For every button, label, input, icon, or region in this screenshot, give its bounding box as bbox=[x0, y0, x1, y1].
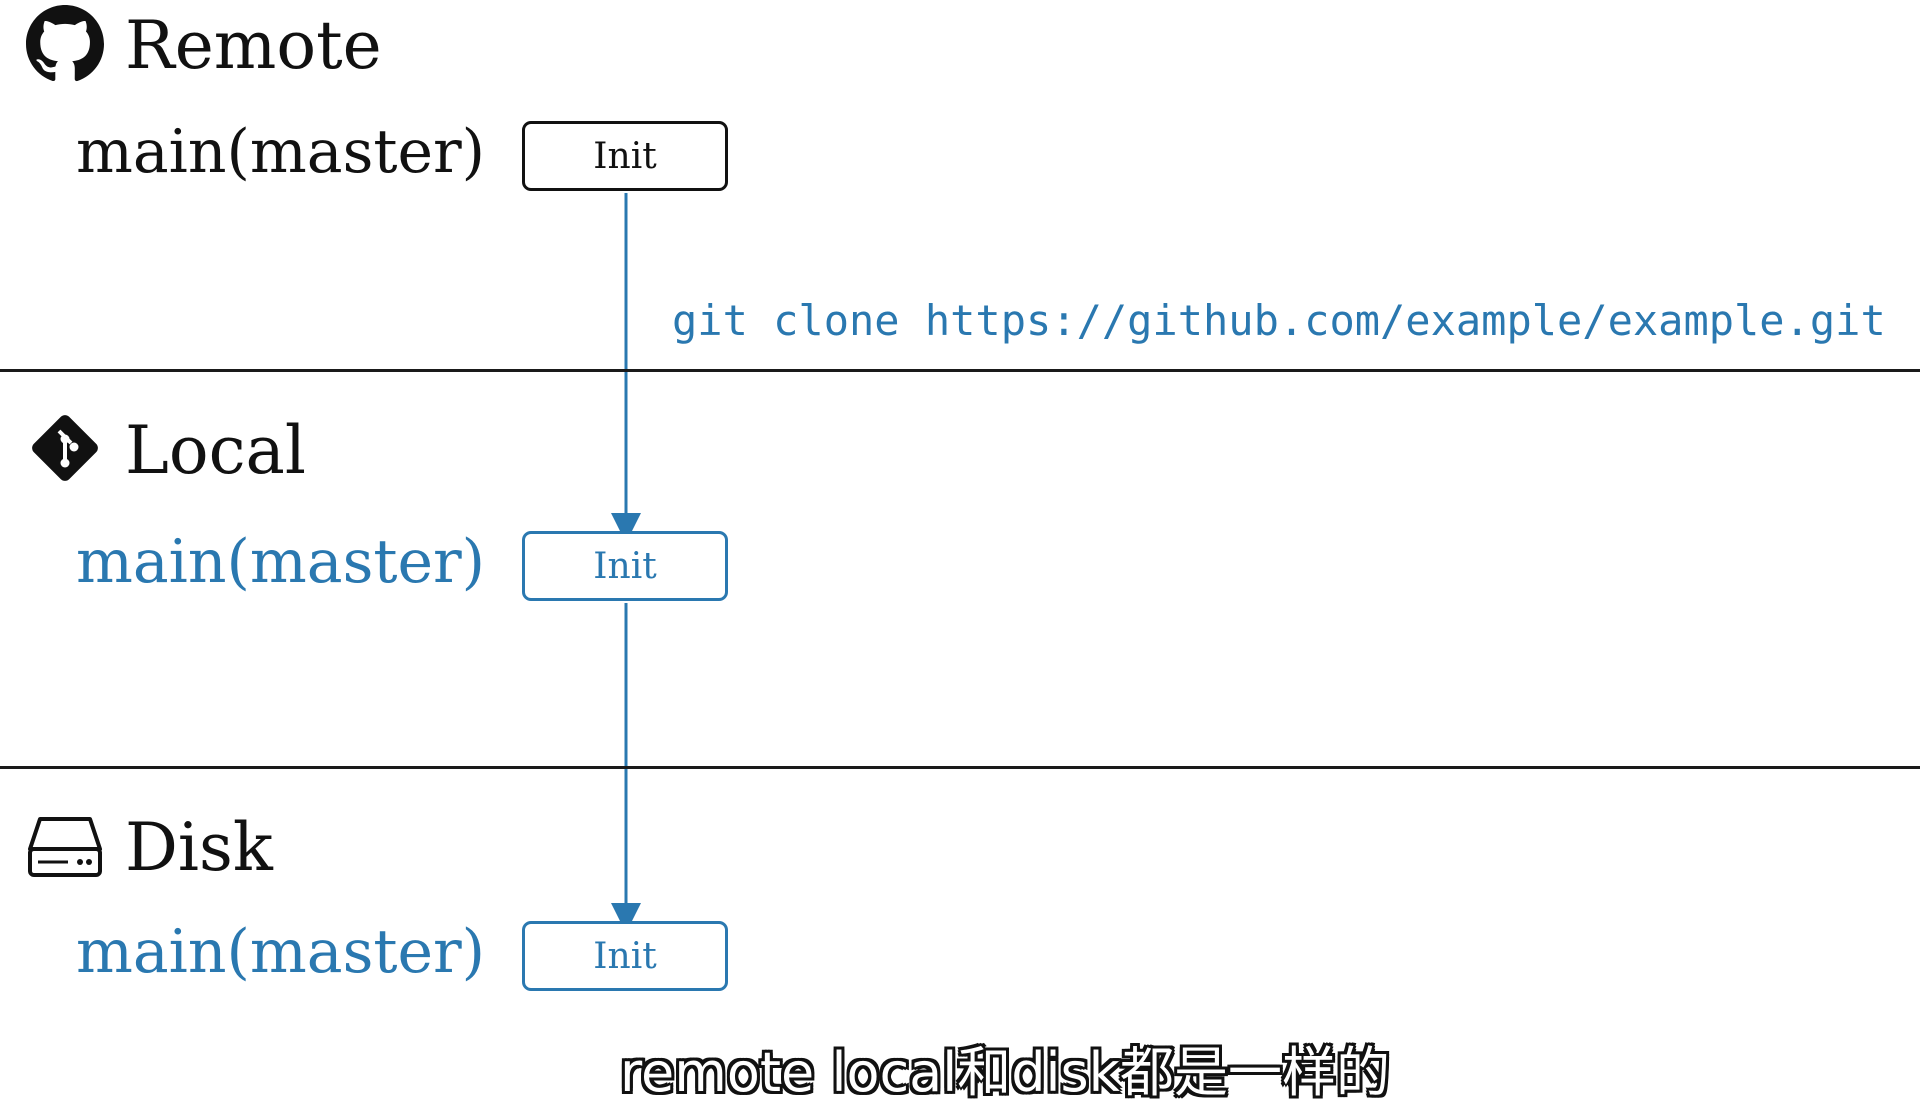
git-clone-command: git clone https://github.com/example/exa… bbox=[672, 296, 1886, 345]
video-subtitle: remote local和disk都是一样的 bbox=[620, 1041, 1390, 1103]
git-icon bbox=[26, 409, 104, 487]
divider-remote-local bbox=[0, 369, 1920, 372]
disk-branch-label: main(master) bbox=[76, 917, 486, 987]
github-icon bbox=[26, 5, 104, 83]
remote-commit-init[interactable]: Init bbox=[522, 121, 728, 191]
local-branch-label: main(master) bbox=[76, 527, 486, 597]
disk-commit-label: Init bbox=[593, 935, 657, 977]
local-commit-label: Init bbox=[593, 545, 657, 587]
hard-drive-icon bbox=[26, 807, 104, 885]
local-commit-init[interactable]: Init bbox=[522, 531, 728, 601]
local-title: Local bbox=[125, 412, 306, 489]
disk-commit-init[interactable]: Init bbox=[522, 921, 728, 991]
disk-title: Disk bbox=[125, 809, 273, 886]
remote-commit-label: Init bbox=[593, 135, 657, 177]
remote-branch-label: main(master) bbox=[76, 117, 486, 187]
divider-local-disk bbox=[0, 766, 1920, 769]
remote-title: Remote bbox=[125, 7, 382, 84]
